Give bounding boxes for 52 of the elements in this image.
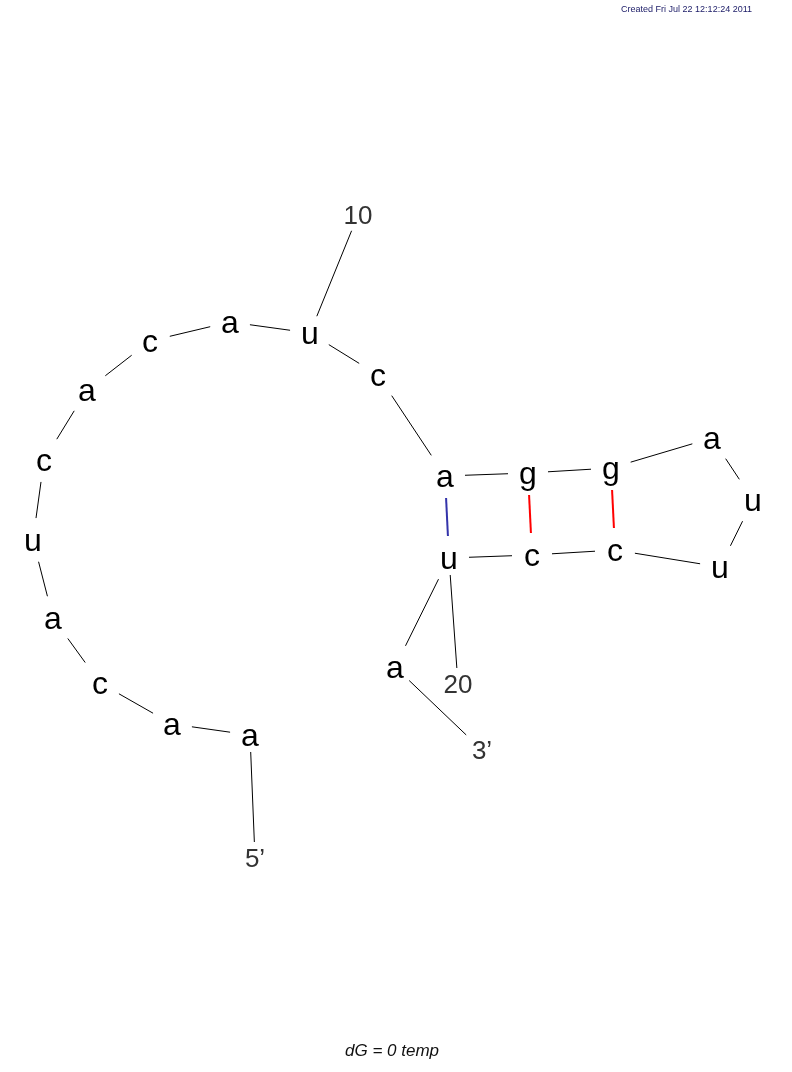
backbone-line	[67, 638, 86, 663]
base-letter: a	[383, 653, 407, 681]
base-letter: a	[433, 462, 457, 490]
base-letter: u	[298, 319, 322, 347]
backbone-line	[468, 555, 513, 558]
backbone-line	[729, 520, 744, 547]
base-pair-line	[611, 489, 615, 529]
base-letter: c	[366, 361, 390, 389]
leader-line	[449, 574, 458, 669]
base-pair-line	[528, 494, 532, 534]
base-letter: c	[603, 536, 627, 564]
backbone-line	[191, 726, 231, 733]
backbone-line	[547, 468, 592, 473]
backbone-line	[405, 578, 439, 647]
position-number: 10	[341, 202, 375, 228]
header-note: Created Fri Jul 22 12:12:24 2011	[621, 4, 752, 14]
base-letter: a	[160, 710, 184, 738]
backbone-line	[38, 561, 48, 597]
base-letter: c	[88, 669, 112, 697]
base-letter: u	[21, 526, 45, 554]
base-letter: c	[32, 446, 56, 474]
backbone-line	[118, 693, 154, 714]
base-letter: u	[741, 486, 765, 514]
base-letter: a	[75, 376, 99, 404]
base-letter: a	[218, 308, 242, 336]
backbone-line	[328, 344, 360, 364]
base-letter: u	[437, 544, 461, 572]
backbone-line	[551, 550, 596, 555]
backbone-line	[630, 443, 693, 463]
backbone-line	[104, 354, 133, 377]
backbone-line	[56, 410, 75, 440]
position-number: 5’	[238, 845, 272, 871]
backbone-line	[464, 473, 509, 476]
position-number: 20	[441, 671, 475, 697]
position-number: 3’	[465, 737, 499, 763]
backbone-line	[35, 481, 42, 519]
base-letter: c	[138, 327, 162, 355]
caption: dG = 0 temp	[345, 1041, 440, 1061]
leader-line	[250, 751, 255, 843]
base-letter: a	[41, 604, 65, 632]
backbone-line	[169, 326, 211, 337]
leader-line	[316, 230, 353, 317]
base-letter: a	[700, 424, 724, 452]
backbone-line	[391, 395, 432, 456]
base-letter: u	[708, 553, 732, 581]
base-letter: c	[520, 541, 544, 569]
base-letter: a	[238, 721, 262, 749]
base-pair-line	[445, 497, 449, 537]
backbone-line	[725, 458, 740, 480]
backbone-line	[249, 324, 291, 331]
backbone-line	[634, 552, 701, 565]
leader-line	[408, 680, 467, 736]
